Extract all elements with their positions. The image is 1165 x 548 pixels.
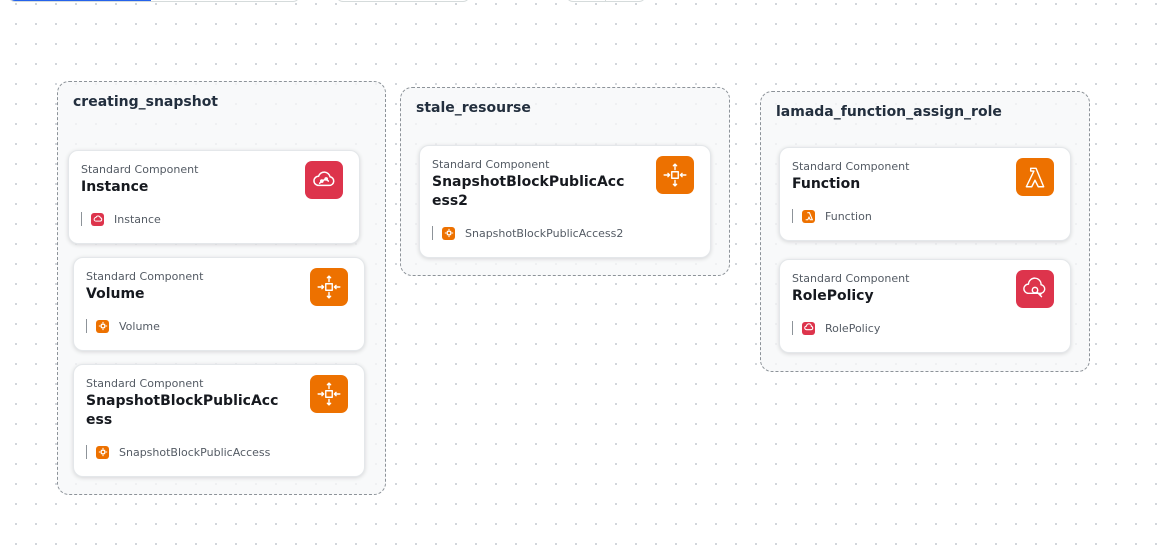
toolbar-control[interactable] bbox=[336, 0, 470, 2]
component-ref: Function bbox=[792, 209, 872, 223]
component-ref: RolePolicy bbox=[792, 321, 880, 335]
ebs-volume-small-icon bbox=[96, 319, 109, 333]
component-card-role-policy[interactable]: Standard Component RolePolicy RolePolicy bbox=[779, 259, 1071, 353]
component-ref-label: RolePolicy bbox=[825, 321, 881, 335]
group-title: creating_snapshot bbox=[73, 94, 219, 110]
component-name: Volume bbox=[86, 286, 145, 302]
snapshot-block-public-access-small-icon bbox=[442, 226, 455, 240]
lambda-icon bbox=[1016, 158, 1054, 196]
component-ref-label: Volume bbox=[119, 319, 160, 333]
component-name: Instance bbox=[81, 179, 149, 195]
component-name: Function bbox=[792, 176, 861, 192]
ebs-volume-icon bbox=[310, 268, 348, 306]
group-title: lamada_function_assign_role bbox=[776, 104, 1002, 120]
component-ref: Volume bbox=[86, 319, 160, 333]
group-creating-snapshot[interactable]: creating_snapshot Standard Component Ins… bbox=[57, 81, 386, 495]
component-type-label: Standard Component bbox=[81, 163, 199, 176]
toolbar-tab-selected[interactable] bbox=[9, 0, 151, 1]
component-card-instance[interactable]: Standard Component Instance Instance bbox=[68, 150, 360, 244]
snapshot-block-public-access-icon bbox=[656, 156, 694, 194]
component-ref-label: SnapshotBlockPublicAccess bbox=[119, 445, 271, 459]
component-type-label: Standard Component bbox=[792, 272, 910, 285]
component-ref: SnapshotBlockPublicAccess2 bbox=[432, 226, 623, 240]
component-card-snapshot-block-public-access[interactable]: Standard Component SnapshotBlockPublicAc… bbox=[73, 364, 365, 477]
component-card-snapshot-block-public-access2[interactable]: Standard Component SnapshotBlockPublicAc… bbox=[419, 145, 711, 258]
toolbar-tab-group[interactable] bbox=[8, 0, 300, 2]
component-name: SnapshotBlockPublicAccess bbox=[86, 393, 279, 428]
component-ref: Instance bbox=[81, 212, 161, 226]
component-type-label: Standard Component bbox=[792, 160, 910, 173]
component-card-volume[interactable]: Standard Component Volume Volume bbox=[73, 257, 365, 351]
lambda-small-icon bbox=[802, 209, 815, 223]
group-title: stale_resourse bbox=[416, 100, 531, 116]
component-ref-label: Function bbox=[825, 209, 872, 223]
component-ref: SnapshotBlockPublicAccess bbox=[86, 445, 270, 459]
group-lamada-function-assign-role[interactable]: lamada_function_assign_role Standard Com… bbox=[760, 91, 1090, 372]
component-name: RolePolicy bbox=[792, 288, 874, 304]
iam-role-policy-icon bbox=[1016, 270, 1054, 308]
toolbar-toggle[interactable] bbox=[566, 0, 646, 2]
ec2-instance-small-icon bbox=[91, 212, 104, 226]
group-stale-resourse[interactable]: stale_resourse Standard Component Snapsh… bbox=[400, 87, 730, 276]
component-type-label: Standard Component bbox=[86, 270, 204, 283]
component-type-label: Standard Component bbox=[432, 158, 550, 171]
ec2-instance-icon bbox=[305, 161, 343, 199]
component-name: SnapshotBlockPublicAccess2 bbox=[432, 174, 625, 209]
iam-role-policy-small-icon bbox=[802, 321, 815, 335]
snapshot-block-public-access-icon bbox=[310, 375, 348, 413]
component-ref-label: Instance bbox=[114, 212, 161, 226]
snapshot-block-public-access-small-icon bbox=[96, 445, 109, 459]
component-card-function[interactable]: Standard Component Function Function bbox=[779, 147, 1071, 241]
component-type-label: Standard Component bbox=[86, 377, 204, 390]
component-ref-label: SnapshotBlockPublicAccess2 bbox=[465, 226, 624, 240]
